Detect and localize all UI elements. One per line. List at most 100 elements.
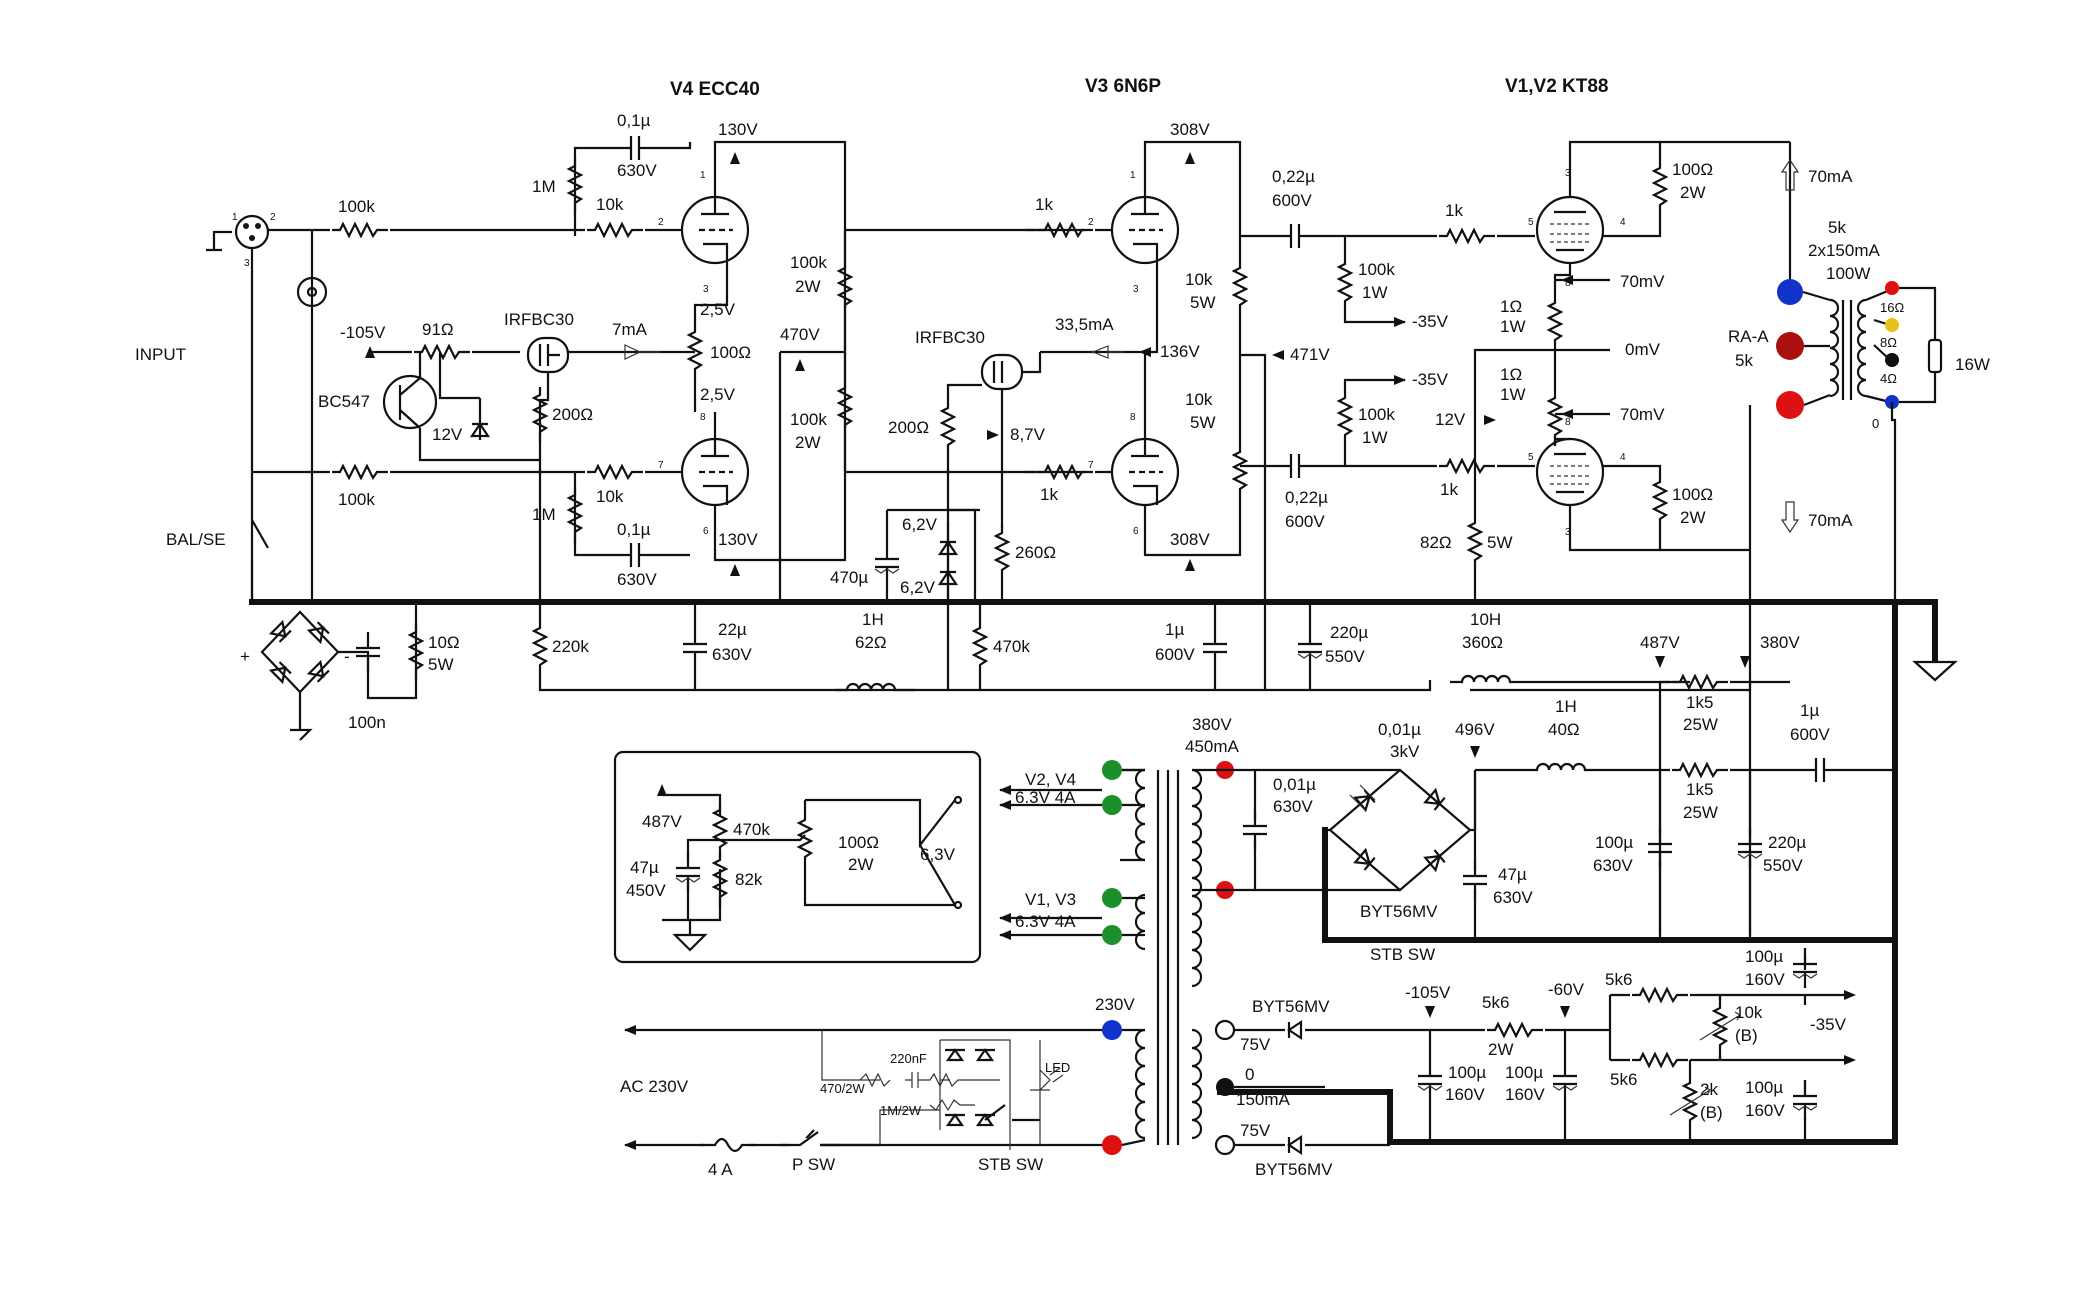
neg105-left-label: -105V xyxy=(340,323,386,342)
c100c-v-label: 160V xyxy=(1745,970,1785,989)
svg-text:2: 2 xyxy=(270,212,276,223)
svg-text:8: 8 xyxy=(700,412,706,423)
r100k-bot-wire xyxy=(1343,378,1405,466)
r100k-top-wire xyxy=(1343,236,1405,324)
svg-text:2: 2 xyxy=(1088,217,1094,228)
stbsw-label: STB SW xyxy=(978,1155,1043,1174)
v496-label: 496V xyxy=(1455,720,1495,739)
svg-text:4: 4 xyxy=(1620,217,1626,228)
bias-term-top xyxy=(1214,1019,1236,1041)
inset-c-label: 47µ xyxy=(630,858,659,877)
inset-cv-label: 450V xyxy=(626,881,666,900)
c220n-label: 220nF xyxy=(890,1051,927,1066)
bridge-wire xyxy=(338,602,418,700)
t8-label: 8Ω xyxy=(1880,335,1897,350)
v380-label: 380V xyxy=(1760,633,1800,652)
irfbc30-right-label: IRFBC30 xyxy=(915,328,985,347)
inset-potw-label: 2W xyxy=(848,855,874,874)
v3-rg-top-label: 1k xyxy=(1035,195,1053,214)
ma70a-arrow xyxy=(1780,158,1800,191)
r470k-label: 470k xyxy=(993,637,1030,656)
svg-text:+: + xyxy=(240,647,250,666)
sec75a-label: 75V xyxy=(1240,1035,1271,1054)
chassis-ground xyxy=(1912,660,1958,682)
ot-terminal-red xyxy=(1776,391,1804,419)
psw-symbol xyxy=(780,1131,840,1147)
mv0-label: 0mV xyxy=(1625,340,1661,359)
r-cath-label: 100Ω xyxy=(710,343,751,362)
ot-leads xyxy=(1802,290,1831,407)
plate-bot-label: 130V xyxy=(718,530,758,549)
c-top-v-label: 600V xyxy=(1272,191,1312,210)
r5k6b-label: 5k6 xyxy=(1605,970,1632,989)
inset-pot-label: 100Ω xyxy=(838,833,879,852)
r-grid-bot-label: 10k xyxy=(596,487,624,506)
feedback-top xyxy=(573,142,692,236)
input-label: INPUT xyxy=(135,345,186,364)
r5k6-split xyxy=(1608,993,1720,1062)
bc547-label: BC547 xyxy=(318,392,370,411)
kt88-bot-plate xyxy=(1568,464,1750,552)
r100k-top-label: 100k xyxy=(1358,260,1395,279)
zener-wire xyxy=(887,508,977,602)
r82w-label: 5W xyxy=(1487,533,1513,552)
b-plus-bus xyxy=(1185,550,1752,692)
sec0-label: 0 xyxy=(1245,1065,1254,1084)
kt88-cath-chain xyxy=(1553,263,1572,446)
c100d-v-label: 160V xyxy=(1745,1101,1785,1120)
c1-psu-label: 1µ xyxy=(1800,701,1819,720)
svg-text:5: 5 xyxy=(1528,452,1534,463)
tap-16-dot xyxy=(1885,281,1899,295)
svg-text:3: 3 xyxy=(1565,168,1571,179)
r100-bot-label: 100Ω xyxy=(1672,485,1713,504)
c-top-label: 0,22µ xyxy=(1272,167,1315,186)
c220-psu-label: 220µ xyxy=(1768,833,1806,852)
fuse-symbol xyxy=(700,1137,755,1153)
c001a-v-label: 3kV xyxy=(1390,742,1420,761)
neg35b-label: -35V xyxy=(1412,370,1449,389)
htr-green-1 xyxy=(1102,760,1122,780)
r260-label: 260Ω xyxy=(1015,543,1056,562)
r-grid-top-label: 10k xyxy=(596,195,624,214)
htr-green-4 xyxy=(1102,925,1122,945)
svg-text:1: 1 xyxy=(700,170,706,181)
bias-term-ct xyxy=(1216,1078,1234,1096)
t4-label: 4Ω xyxy=(1880,371,1897,386)
ot-core xyxy=(1841,300,1853,400)
raa-label: RA-A xyxy=(1728,327,1769,346)
ot-taps xyxy=(1865,288,1891,404)
c-top-v-label: 630V xyxy=(617,161,657,180)
r-load-bot-w-label: 2W xyxy=(795,433,821,452)
r470-label: 470/2W xyxy=(820,1081,866,1096)
bridge-rectifier: +- xyxy=(240,610,350,741)
r100-top-label: 100Ω xyxy=(1672,160,1713,179)
c1-label: 1µ xyxy=(1165,620,1184,639)
v3-plate-top-label: 308V xyxy=(1170,120,1210,139)
pri-label: 230V xyxy=(1095,995,1135,1014)
v471-label: 471V xyxy=(1290,345,1330,364)
ot-terminal-blue xyxy=(1777,279,1803,305)
r1-bot-label: 1Ω xyxy=(1500,365,1522,384)
r5k6a-w-label: 2W xyxy=(1488,1040,1514,1059)
tube-title-v1v2: V1,V2 KT88 xyxy=(1505,76,1609,97)
htr-leads xyxy=(1122,768,1145,937)
inset-ground xyxy=(672,920,708,952)
htr-out-wires xyxy=(1000,788,1102,937)
svg-text:6: 6 xyxy=(1133,526,1139,537)
bias-d2-label: BYT56MV xyxy=(1255,1160,1333,1179)
v3-plate-bot xyxy=(1143,355,1242,557)
sec380-label: 380V xyxy=(1192,715,1232,734)
pri-leads xyxy=(1121,1028,1146,1147)
c22v-label: 630V xyxy=(712,645,752,664)
hv-bridge xyxy=(1328,768,1472,892)
r100-bot-w-label: 2W xyxy=(1680,508,1706,527)
sec150-label: 150mA xyxy=(1236,1090,1291,1109)
irfbc30-left-label: IRFBC30 xyxy=(504,310,574,329)
r-load-top-label: 100k xyxy=(790,253,827,272)
ot-secondary-coil xyxy=(1856,298,1867,398)
l10h-label: 10H xyxy=(1470,610,1501,629)
r220k-label: 220k xyxy=(552,637,589,656)
svg-text:8: 8 xyxy=(1565,278,1571,289)
psw-label: P SW xyxy=(792,1155,835,1174)
